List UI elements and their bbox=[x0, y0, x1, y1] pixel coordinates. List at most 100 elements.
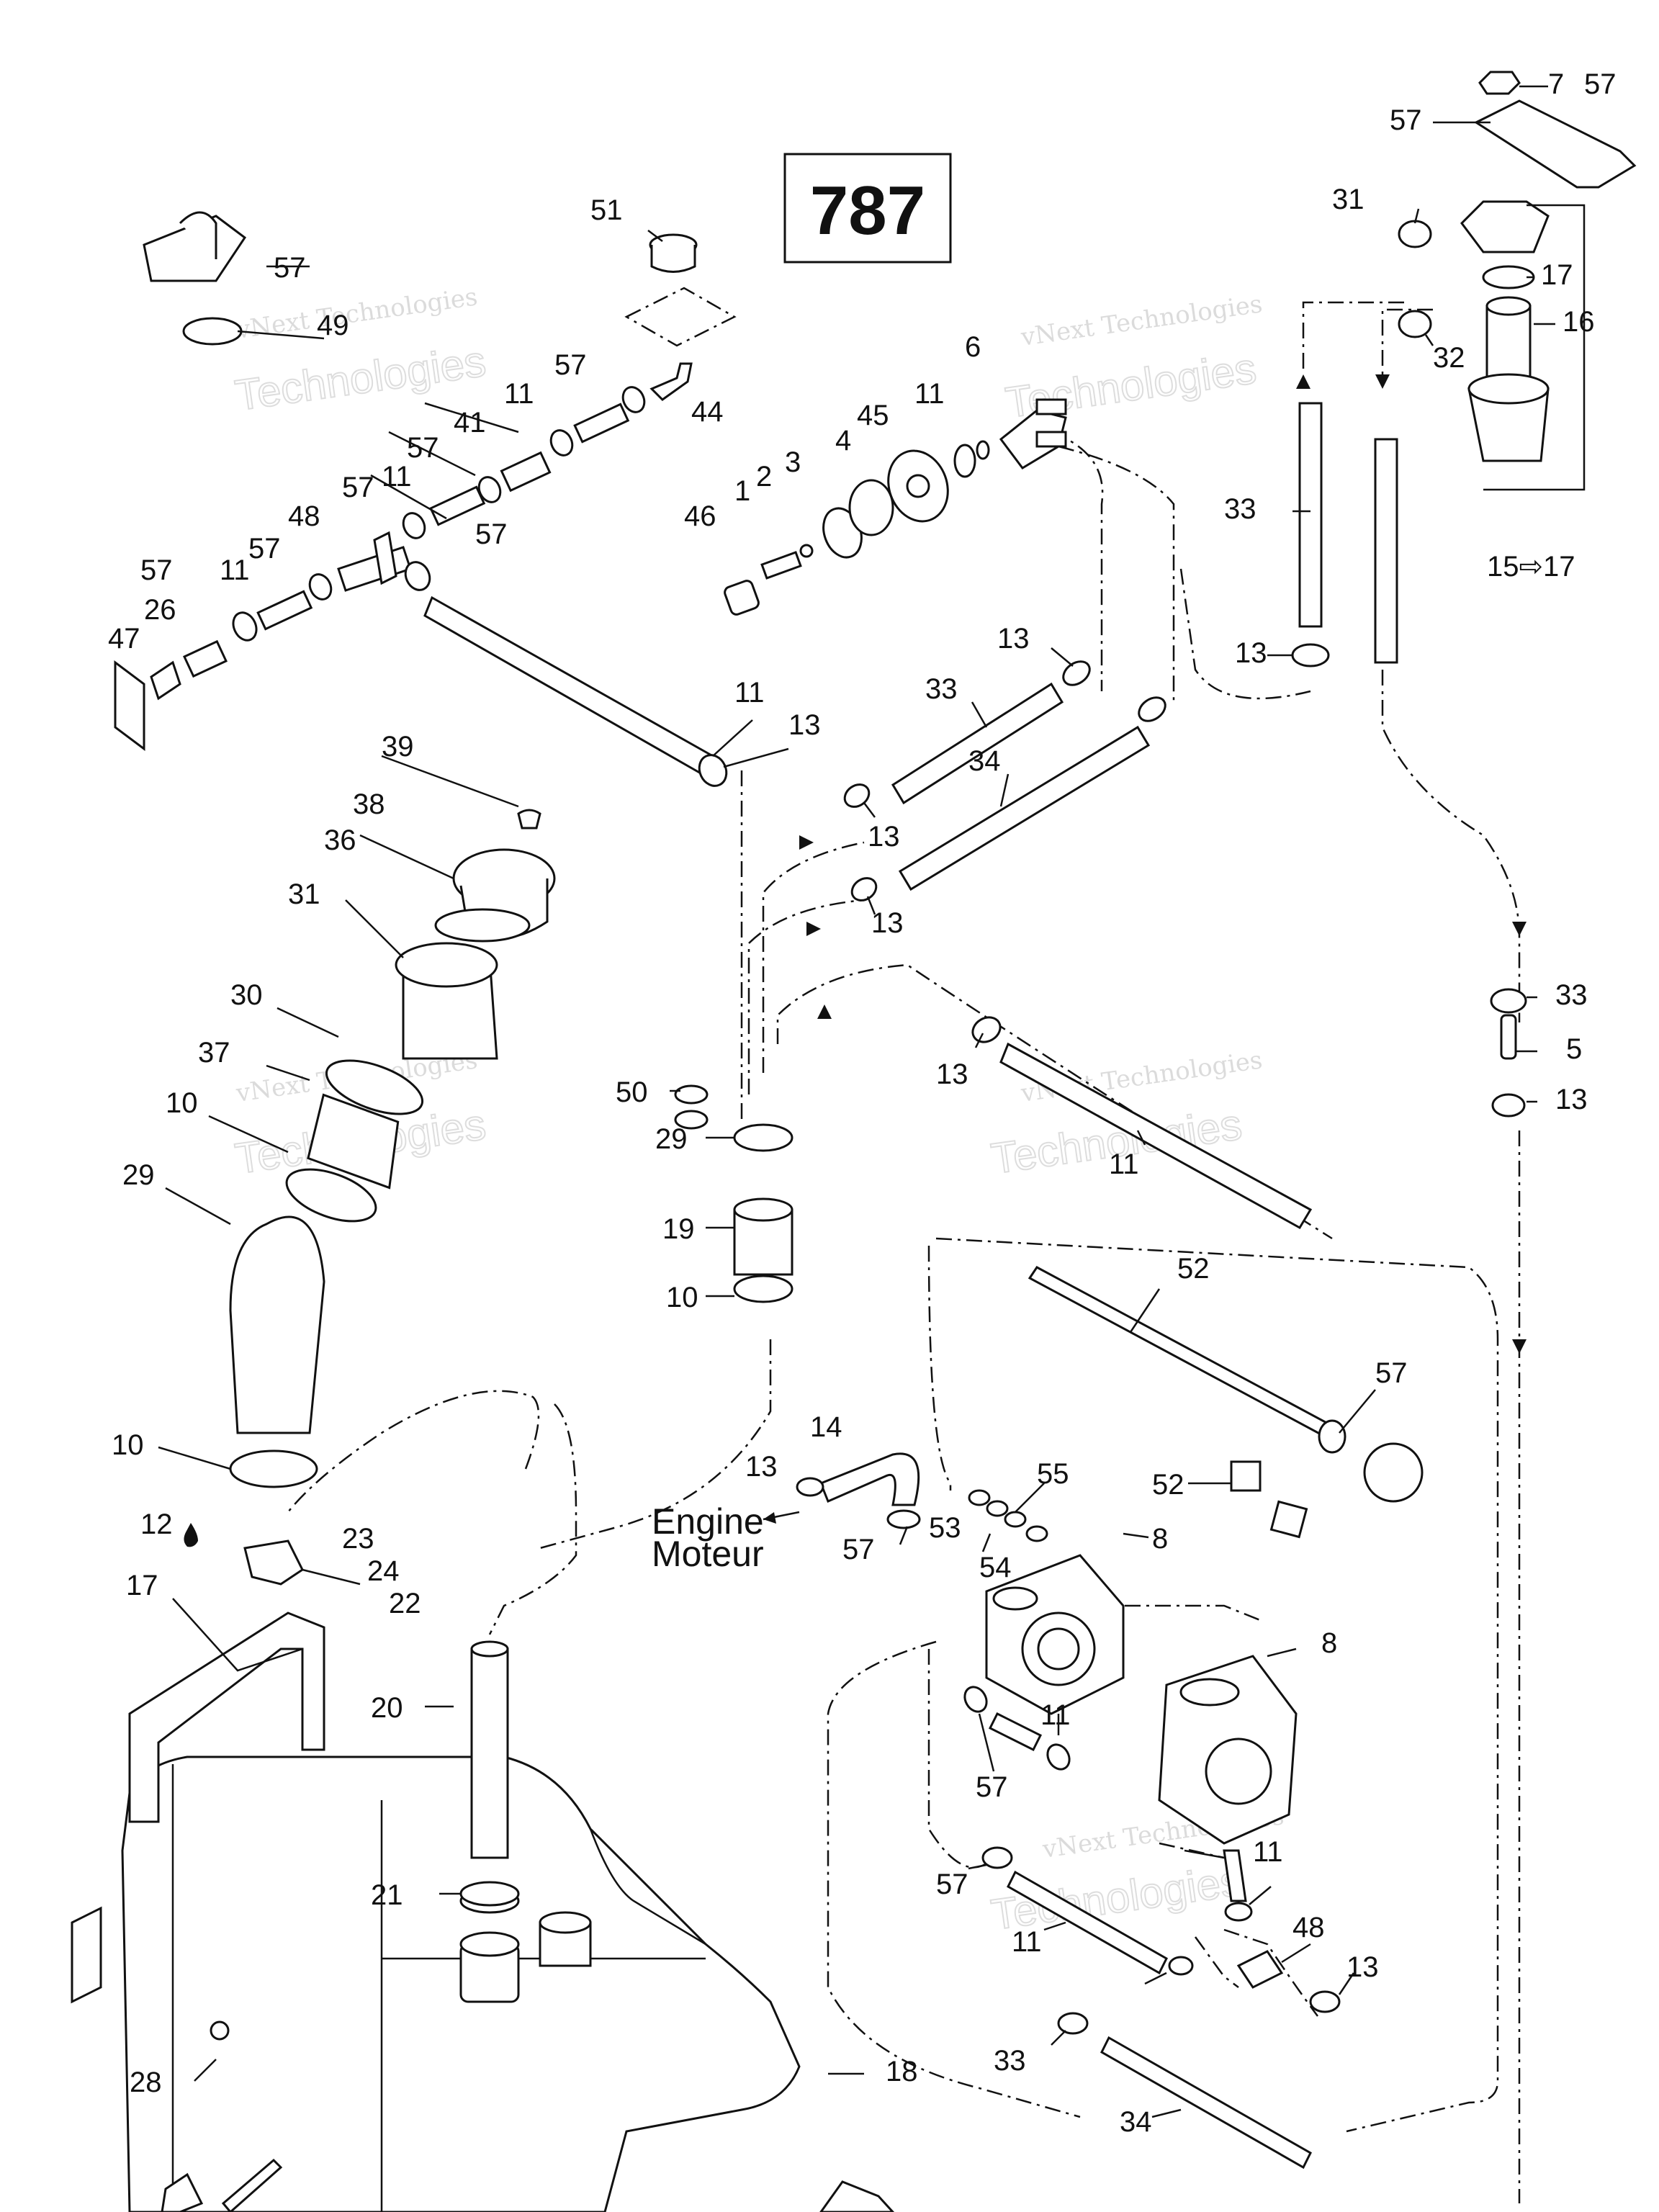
filler-neck-assembly bbox=[229, 809, 556, 1488]
callout-39: 41 bbox=[454, 407, 486, 439]
callout-11f: 11 bbox=[1040, 1699, 1071, 1731]
callout-11c: 11 bbox=[382, 461, 412, 493]
tie-48-top bbox=[182, 317, 325, 346]
fuel-drop-icon bbox=[184, 1523, 198, 1547]
callout-34c: 34 bbox=[968, 745, 1001, 777]
callout-2: 2 bbox=[756, 461, 772, 493]
callout-10b: 10 bbox=[112, 1429, 144, 1461]
callout-47: 48 bbox=[288, 500, 320, 532]
callout-11h: 11 bbox=[1253, 1836, 1283, 1868]
elbow-40 bbox=[649, 362, 693, 401]
fuel-valve-assembly bbox=[724, 398, 1067, 616]
callout-57d: 57 bbox=[248, 533, 281, 565]
callout-53: 55 bbox=[1037, 1458, 1069, 1490]
choke-cable-50 bbox=[1028, 1266, 1424, 1539]
callout-56b: 57 bbox=[1390, 104, 1422, 136]
callout-48b: 50 bbox=[616, 1076, 648, 1108]
callout-22: 21 bbox=[371, 1879, 403, 1911]
callout-31: 30 bbox=[230, 979, 263, 1011]
callout-36: 37 bbox=[198, 1037, 230, 1069]
leader-lines bbox=[158, 85, 1555, 2118]
callout-57e: 57 bbox=[475, 518, 508, 550]
carburetor-front bbox=[985, 1554, 1125, 1715]
callout-33a: 31 bbox=[1332, 184, 1364, 215]
callout-11a: 11 bbox=[734, 677, 765, 709]
callout-17: 17 bbox=[1541, 259, 1573, 291]
engine-label: Engine bbox=[652, 1501, 764, 1542]
hose-14 bbox=[796, 1452, 920, 1506]
callout-33c: 33 bbox=[1555, 979, 1588, 1011]
callout-33d: 33 bbox=[994, 2045, 1026, 2077]
diagram-ref-box bbox=[783, 153, 952, 264]
callout-52b: 54 bbox=[979, 1552, 1012, 1583]
tank-strap-18 bbox=[128, 1611, 325, 1823]
callout-9: 11 bbox=[914, 378, 945, 410]
fuel-filter-assembly bbox=[1398, 71, 1637, 491]
callout-8a: 8 bbox=[1152, 1523, 1168, 1555]
callout-11e: 11 bbox=[1109, 1148, 1139, 1180]
callout-49: 51 bbox=[590, 194, 623, 226]
callout-41: 47 bbox=[108, 623, 140, 655]
callout-55: 57 bbox=[274, 252, 306, 284]
svg-text:Technologies: Technologies bbox=[232, 337, 488, 420]
callout-30: 29 bbox=[122, 1159, 155, 1191]
callout-14: 14 bbox=[810, 1411, 842, 1443]
hose-11-long bbox=[423, 595, 715, 776]
callout-33b: 32 bbox=[1433, 342, 1465, 374]
callout-13i: 13 bbox=[1346, 1951, 1379, 1983]
callout-4: 4 bbox=[835, 425, 851, 457]
hose-11-center bbox=[971, 1016, 1313, 1230]
callout-57h: 57 bbox=[976, 1771, 1008, 1803]
callout-13b: 13 bbox=[997, 623, 1030, 655]
tee-47 bbox=[337, 546, 412, 592]
callout-51: 52 bbox=[1152, 1469, 1184, 1501]
callout-45: 46 bbox=[684, 500, 716, 532]
fuel-vent-assembly bbox=[114, 362, 728, 787]
callout-20: 20 bbox=[371, 1692, 403, 1724]
valve-39 bbox=[500, 451, 552, 493]
fuel-pickup-20 bbox=[459, 1640, 520, 1907]
callout-13c: 13 bbox=[788, 709, 821, 741]
callout-19: 18 bbox=[886, 2056, 918, 2087]
sender-24 bbox=[243, 1539, 361, 1586]
callout-56: 57 bbox=[1584, 68, 1617, 100]
callout-3: 3 bbox=[785, 446, 801, 478]
callout-6: 6 bbox=[965, 331, 981, 363]
callout-16: 16 bbox=[1563, 306, 1595, 338]
callout-11b: 11 bbox=[504, 378, 534, 410]
callout-5: 5 bbox=[1566, 1033, 1582, 1065]
callout-57b: 57 bbox=[407, 432, 439, 464]
callout-1: 1 bbox=[734, 475, 750, 507]
callout-13g: 13 bbox=[1555, 1084, 1588, 1115]
callout-13h: 13 bbox=[745, 1451, 778, 1483]
hoses-34-right bbox=[1291, 402, 1398, 667]
callout-12: 12 bbox=[140, 1509, 173, 1540]
connector-5 bbox=[1490, 988, 1527, 1118]
vent-cap-49 bbox=[624, 233, 737, 347]
callout-50: 52 bbox=[1177, 1253, 1210, 1285]
carburetor-rear bbox=[1158, 1655, 1298, 1845]
callout-46: 48 bbox=[1292, 1912, 1325, 1943]
svg-text:vNext Technologies: vNext Technologies bbox=[1019, 289, 1264, 352]
callout-57f: 57 bbox=[140, 554, 173, 586]
callout-10c: 10 bbox=[666, 1282, 698, 1313]
callout-25: 24 bbox=[367, 1555, 400, 1587]
callout-range-15-17: 15⇨17 bbox=[1487, 551, 1575, 583]
svg-text:vNext Technologies: vNext Technologies bbox=[234, 282, 480, 345]
callout-34a: 33 bbox=[1224, 493, 1256, 525]
callout-34b: 33 bbox=[925, 673, 958, 705]
callout-13f: 13 bbox=[936, 1058, 968, 1090]
lower-hoses bbox=[963, 1686, 1341, 2170]
callout-54: 57 bbox=[1375, 1357, 1408, 1389]
callout-48a: 49 bbox=[317, 310, 349, 341]
diagram-ref-number: 787 bbox=[810, 172, 925, 249]
callout-57g: 57 bbox=[842, 1534, 875, 1565]
callout-18: 17 bbox=[126, 1570, 158, 1601]
flow-arrows bbox=[799, 374, 1527, 1354]
hoses-34-center bbox=[843, 660, 1166, 902]
callout-57c: 57 bbox=[342, 472, 374, 503]
callout-38: 39 bbox=[382, 731, 414, 763]
tank-bracket-28 bbox=[71, 1906, 230, 2041]
callout-7: 7 bbox=[1548, 68, 1564, 100]
callout-35: 36 bbox=[324, 824, 356, 856]
